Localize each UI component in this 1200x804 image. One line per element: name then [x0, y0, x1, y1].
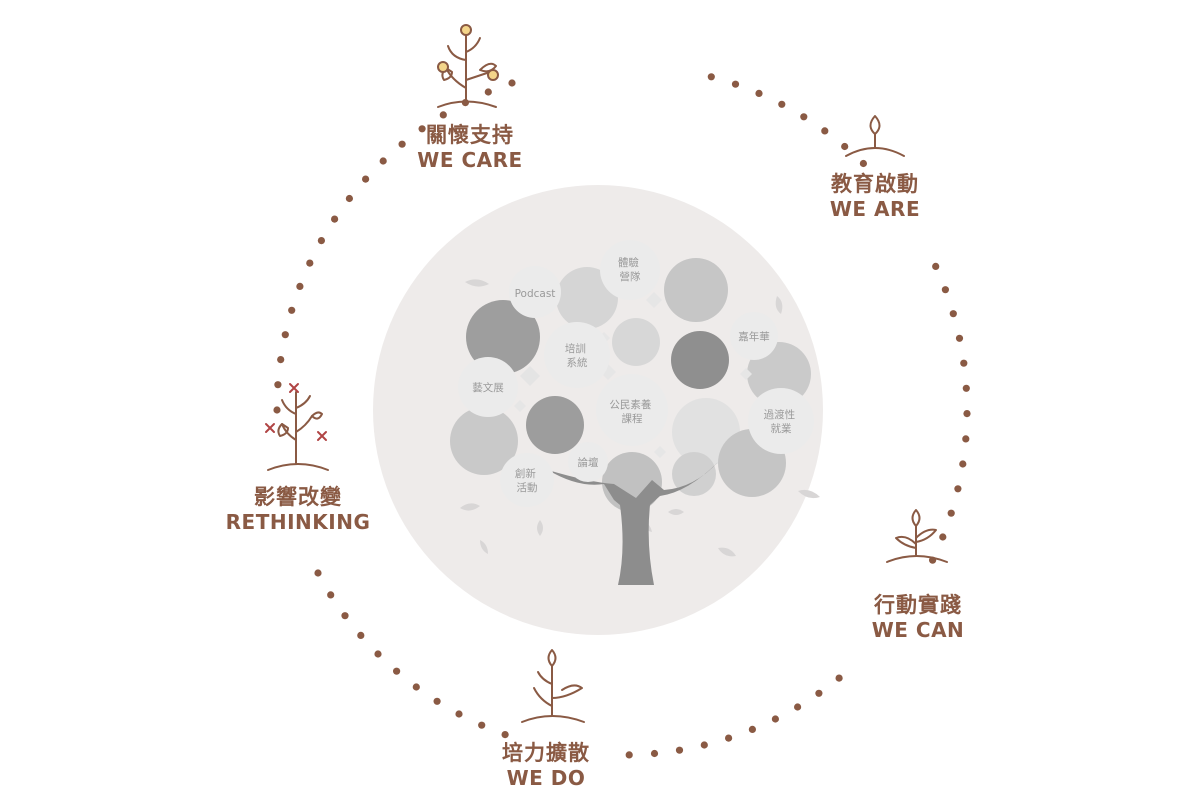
ring-dot — [357, 631, 365, 640]
activity-bubbles — [458, 240, 814, 507]
ring-dot — [954, 485, 962, 493]
seedling-icon — [845, 115, 905, 157]
ring-dot — [362, 175, 370, 183]
ring-dot — [379, 157, 387, 165]
plant-with-sparkles-icon — [265, 383, 329, 471]
ring-dot — [941, 286, 950, 294]
ring-dot — [625, 751, 633, 759]
ring-dot — [484, 88, 492, 96]
ring-dot — [398, 140, 406, 148]
stage-zh-rethinking: 影響改變 — [254, 485, 342, 509]
ring-dot — [794, 703, 802, 711]
bubble-forum: 論壇 — [578, 456, 599, 469]
ring-dot — [455, 710, 463, 718]
stage-en-care: WE CARE — [417, 148, 523, 173]
tree-trunk-hands — [548, 462, 718, 585]
ring-dot — [650, 749, 659, 758]
bubble-transitional-employment: 過渡性 就業 — [764, 408, 799, 435]
ring-dot — [281, 331, 289, 339]
ring-dot — [949, 310, 957, 318]
ring-dot — [418, 125, 426, 133]
stage-label-rethinking: 影響改變 RETHINKING — [198, 484, 398, 535]
bubble-civic-literacy: 公民素養 課程 — [609, 398, 654, 425]
ring-dot — [955, 334, 964, 342]
stage-en-can: WE CAN — [871, 618, 965, 643]
ring-dot — [960, 359, 968, 367]
ring-dot — [778, 100, 786, 108]
ring-dot — [959, 460, 967, 468]
ring-dot — [345, 194, 353, 203]
ring-dot — [707, 73, 715, 81]
ring-dot — [273, 406, 281, 414]
ring-dot — [433, 697, 441, 705]
ring-dot — [508, 79, 516, 87]
ring-dot — [947, 509, 955, 517]
stage-en-rethinking: RETHINKING — [225, 510, 371, 535]
stage-en-do: WE DO — [506, 766, 586, 791]
young-plant-icon — [886, 509, 948, 563]
ring-dot — [331, 215, 339, 223]
ring-dot — [821, 127, 829, 135]
ring-dot — [317, 237, 325, 245]
stage-label-are: 教育啟動 WE ARE — [785, 171, 965, 222]
bubble-innovation-activities: 創新 活動 — [515, 467, 539, 494]
ring-dot — [771, 715, 780, 723]
bubble-training-system: 培訓 系統 — [565, 342, 589, 369]
sprout-with-flowers-icon — [437, 24, 499, 108]
activity-labels: Podcast 體驗 營隊 嘉年華 培訓 系統 藝文展 公民素養 課程 過渡性 — [472, 256, 799, 494]
ring-dot — [393, 667, 401, 675]
ring-dot — [341, 612, 349, 620]
ring-dot — [841, 142, 849, 151]
ring-dot — [374, 650, 382, 658]
ring-dot — [939, 533, 947, 541]
falling-leaves — [460, 279, 820, 557]
ring-dot — [439, 111, 447, 119]
ring-dot — [277, 356, 285, 364]
ring-dot — [815, 689, 823, 697]
ring-dot — [296, 282, 304, 290]
ring-dot — [700, 741, 708, 749]
stage-zh-are: 教育啟動 — [831, 172, 919, 196]
stage-label-do: 培力擴散 WE DO — [456, 740, 636, 791]
ring-dot — [306, 259, 314, 267]
ring-dot — [755, 89, 763, 97]
growing-plant-icon — [521, 649, 585, 723]
ring-dot — [478, 721, 486, 729]
ring-dot — [835, 674, 843, 682]
stage-label-can: 行動實踐 WE CAN — [828, 592, 1008, 643]
ring-dot — [675, 746, 684, 754]
ring-dot — [859, 159, 868, 168]
ring-dot — [800, 113, 808, 121]
ring-dot — [731, 80, 740, 88]
ring-dot — [962, 384, 970, 392]
ring-dot — [412, 683, 420, 691]
ring-dot — [725, 734, 733, 742]
stage-zh-can: 行動實踐 — [874, 593, 962, 617]
bubble-podcast: Podcast — [515, 288, 556, 300]
stage-label-care: 關懷支持 WE CARE — [380, 122, 560, 173]
bubble-carnival: 嘉年華 — [738, 330, 770, 343]
ring-dot — [501, 731, 509, 739]
stage-zh-care: 關懷支持 — [426, 123, 514, 147]
dotted-cycle-ring — [273, 73, 971, 759]
ring-dot — [327, 591, 335, 599]
stage-zh-do: 培力擴散 — [502, 741, 590, 765]
ring-dot — [314, 569, 322, 577]
bubble-experience-team: 體驗 營隊 — [618, 256, 642, 283]
bubble-art-exhibition: 藝文展 — [472, 381, 504, 394]
ring-dot — [748, 725, 757, 734]
ring-dot — [962, 435, 970, 443]
ring-dot — [274, 381, 282, 389]
ring-dot — [932, 262, 940, 270]
ring-dot — [963, 410, 971, 418]
stage-en-are: WE ARE — [829, 197, 921, 222]
ring-dot — [288, 306, 296, 314]
